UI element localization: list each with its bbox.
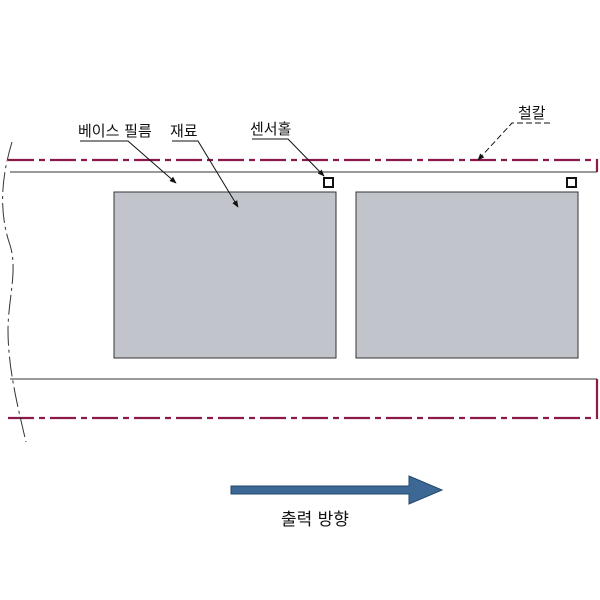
label-sensor-hole: 센서홀 bbox=[250, 120, 291, 138]
leader-material bbox=[172, 140, 239, 208]
material-label-2 bbox=[355, 191, 579, 359]
cut-line bbox=[8, 158, 599, 420]
label-material: 재료 bbox=[170, 122, 198, 140]
break-line bbox=[2, 141, 27, 443]
sensor-hole-2 bbox=[566, 177, 577, 188]
material-label-1 bbox=[113, 191, 337, 359]
sensor-hole-1 bbox=[323, 177, 334, 188]
label-cutter: 철칼 bbox=[518, 104, 546, 122]
leader-sensor-hole bbox=[252, 138, 325, 177]
label-output-direction: 출력 방향 bbox=[281, 510, 349, 530]
output-direction-arrow bbox=[230, 475, 444, 505]
leader-base-film bbox=[80, 140, 177, 184]
base-film-strip bbox=[10, 171, 597, 380]
label-base-film: 베이스 필름 bbox=[78, 122, 152, 140]
leader-cutter bbox=[477, 122, 550, 161]
